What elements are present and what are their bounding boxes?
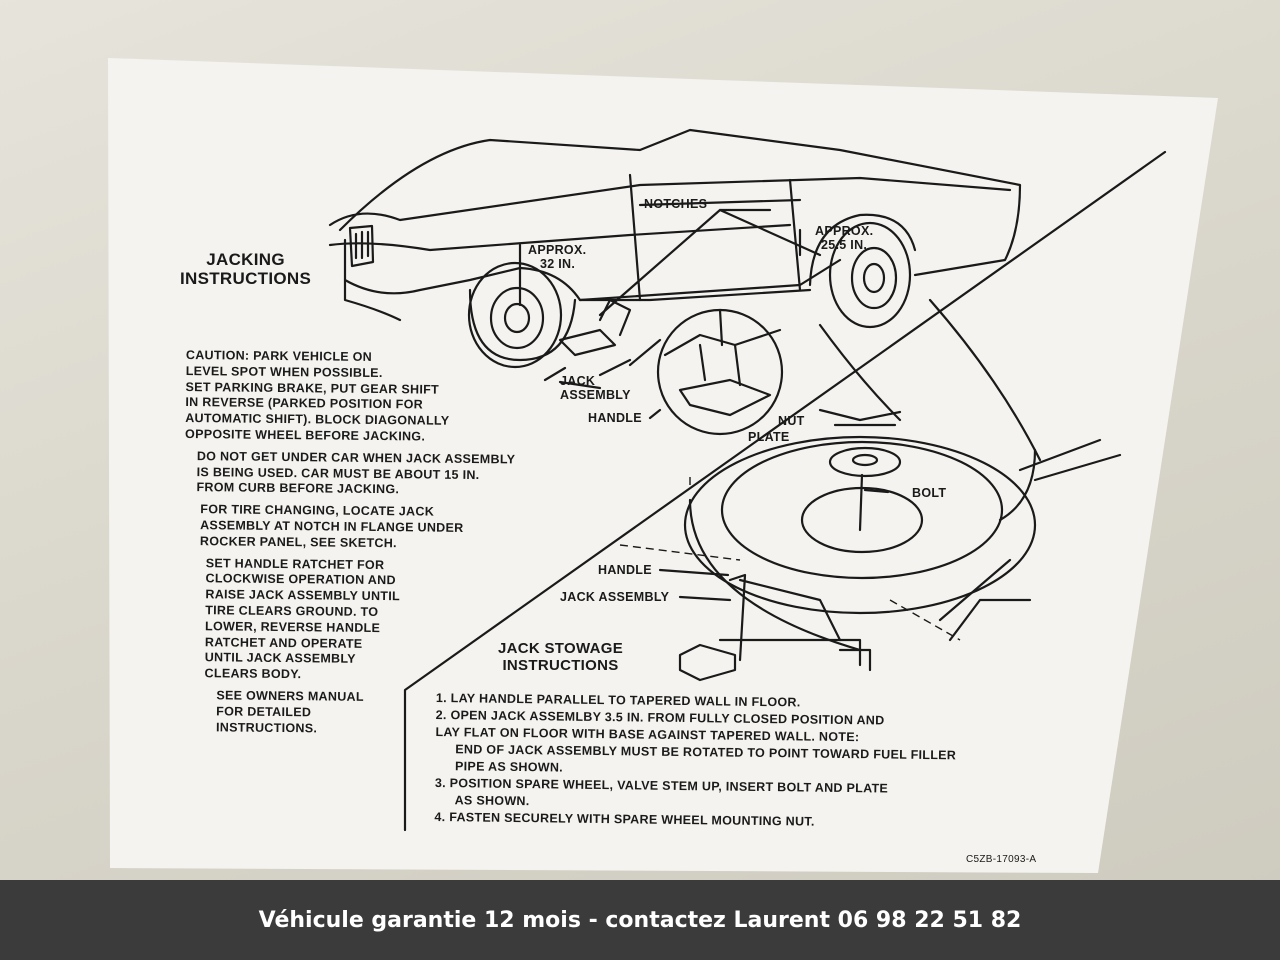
caution-paragraph-1: CAUTION: PARK VEHICLE ON LEVEL SPOT WHEN… [185,348,516,446]
stowage-title-line-2: INSTRUCTIONS [502,657,619,674]
label-approx-rear: APPROX. 25.5 IN. [815,224,873,252]
car-roofline [338,128,1022,277]
stowage-title-line-1: JACK STOWAGE [498,640,624,657]
caution-line: OPPOSITE WHEEL BEFORE JACKING. [185,426,426,444]
notch-leaders [598,208,822,317]
label-bolt: BOLT [912,486,947,500]
label-approx-front-1: APPROX. [528,243,587,257]
label-handle: HANDLE [588,411,642,425]
label-approx-front-2: 32 IN. [540,257,576,271]
caution-line: FROM CURB BEFORE JACKING. [196,480,400,497]
label-jack-1: JACK [560,374,596,388]
spare-tire [683,435,1037,615]
label-plate: PLATE [748,430,790,444]
car-body-lower [343,238,812,302]
label-stow-handle: HANDLE [598,563,652,577]
front-wheel [467,261,563,369]
caution-paragraph-2: DO NOT GET UNDER CAR WHEN JACK ASSEMBLY … [184,449,515,500]
label-jack-assembly: JACK ASSEMBLY [560,374,631,402]
part-code: C5ZB-17093-A [966,854,1037,865]
photo: JACKING INSTRUCTIONS NOTCHES APPROX. 32 … [0,0,1280,880]
caution-paragraph-4: SET HANDLE RATCHET FOR CLOCKWISE OPERATI… [183,556,515,686]
label-jack-2: ASSEMBLY [560,388,631,402]
label-notches: NOTCHES [644,197,708,211]
jack-sketch [558,298,632,357]
jacking-diagram [328,128,1167,832]
jacking-title-line-2: INSTRUCTIONS [180,269,312,288]
caution-line: ROCKER PANEL, SEE SKETCH. [199,533,397,550]
stowed-jack [678,643,737,682]
caution-paragraph-3: FOR TIRE CHANGING, LOCATE JACK ASSEMBLY … [184,502,515,553]
rear-wheel [828,221,912,329]
label-approx-front: APPROX. 32 IN. [528,243,586,271]
contact-banner: Véhicule garantie 12 mois - contactez La… [0,880,1280,960]
label-approx-rear-2: 25.5 IN. [821,238,868,252]
divider-line [403,150,1167,832]
stowage-title: JACK STOWAGE INSTRUCTIONS [498,640,623,674]
jacking-title: JACKING INSTRUCTIONS [180,250,311,288]
label-stow-jack-assembly: JACK ASSEMBLY [560,590,670,604]
jacking-title-line-1: JACKING [206,250,285,269]
caution-line: CLEARS BODY. [204,666,302,682]
label-approx-rear-1: APPROX. [815,224,874,238]
caution-block: CAUTION: PARK VEHICLE ON LEVEL SPOT WHEN… [182,348,516,739]
stowage-steps: 1. LAY HANDLE PARALLEL TO TAPERED WALL I… [434,690,957,832]
label-nut: NUT [778,414,805,428]
